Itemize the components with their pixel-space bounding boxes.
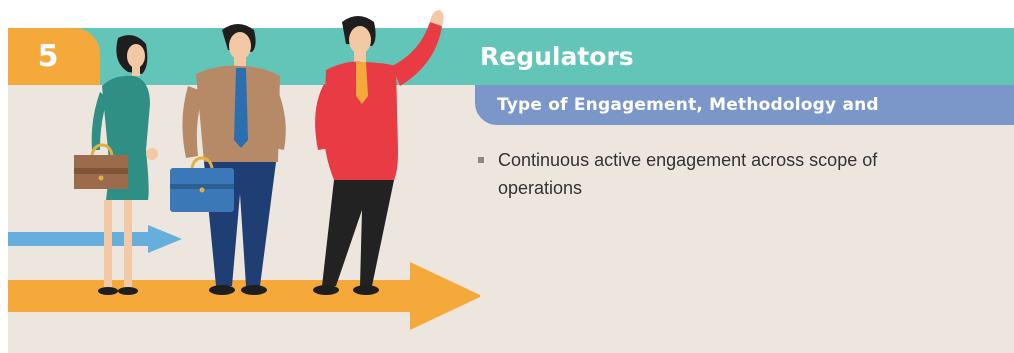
bullet-text: Continuous active engagement across scop… bbox=[498, 150, 878, 198]
list-item: Continuous active engagement across scop… bbox=[478, 146, 918, 202]
blue-arrow-icon bbox=[8, 225, 182, 253]
bullet-square-icon bbox=[478, 157, 484, 163]
woman-with-briefcase-icon bbox=[74, 35, 158, 295]
man-with-briefcase-icon bbox=[170, 24, 286, 295]
subtitle-bar bbox=[475, 85, 1014, 125]
orange-arrow-icon bbox=[8, 262, 480, 330]
bullet-list: Continuous active engagement across scop… bbox=[478, 146, 918, 202]
header-band bbox=[8, 28, 1014, 85]
section-subtitle: Type of Engagement, Methodology and bbox=[497, 95, 879, 115]
section-number: 5 bbox=[37, 39, 59, 74]
section-title: Regulators bbox=[480, 42, 634, 71]
man-pointing-icon bbox=[313, 10, 444, 295]
section-number-box bbox=[8, 28, 100, 85]
people-illustration bbox=[8, 10, 480, 330]
